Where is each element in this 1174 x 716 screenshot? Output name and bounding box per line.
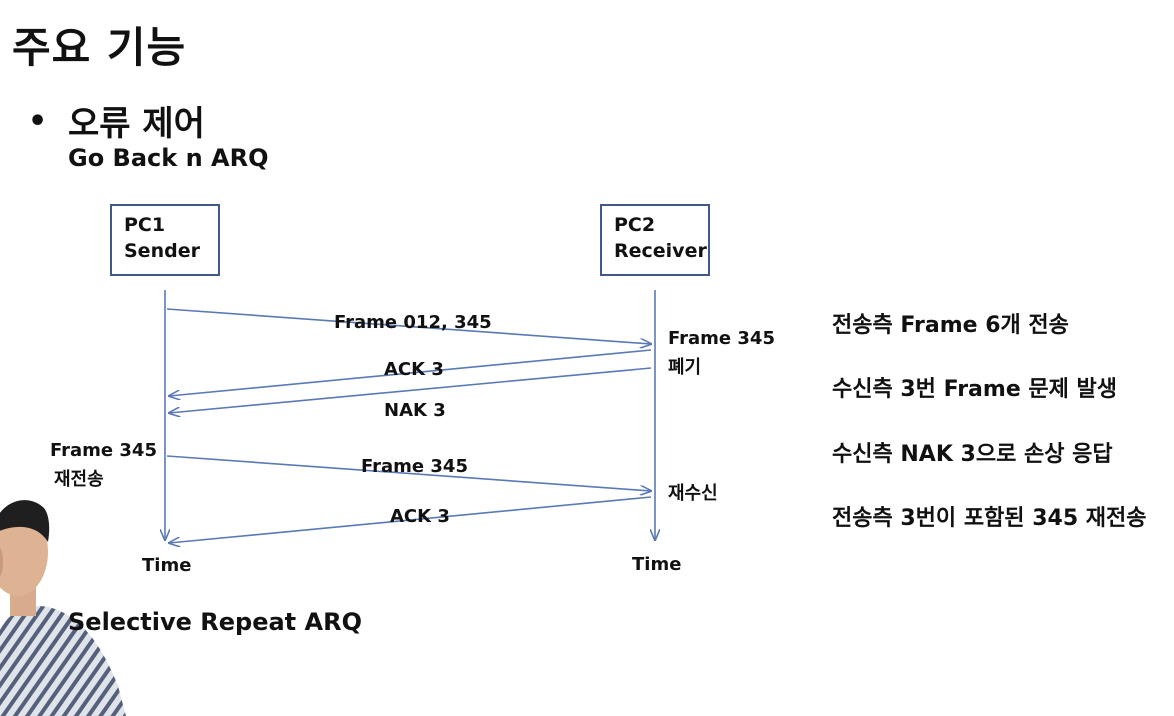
receiver-note-discard-frame: Frame 345 bbox=[668, 328, 775, 349]
sender-box-line2: Sender bbox=[124, 240, 200, 262]
sender-time-label: Time bbox=[142, 555, 192, 576]
sender-note-resend: 재전송 bbox=[54, 469, 104, 490]
message-label-frame-012-345: Frame 012, 345 bbox=[334, 312, 492, 333]
receiver-time-label: Time bbox=[632, 554, 682, 575]
message-label-ack-3-second: ACK 3 bbox=[390, 506, 450, 527]
message-label-ack-3-first: ACK 3 bbox=[384, 359, 444, 380]
receiver-box-line2: Receiver bbox=[614, 240, 707, 262]
explanation-3: 수신측 NAK 3으로 손상 응답 bbox=[832, 442, 1113, 467]
receiver-note-discard: 폐기 bbox=[668, 357, 702, 378]
arrow-frame-012-345 bbox=[166, 308, 651, 344]
receiver-box-line1: PC2 bbox=[614, 214, 656, 236]
bullet-mark: • bbox=[28, 104, 48, 139]
message-label-frame-345: Frame 345 bbox=[361, 456, 468, 477]
explanation-2: 수신측 3번 Frame 문제 발생 bbox=[832, 377, 1118, 402]
arrow-nak-3 bbox=[169, 367, 652, 413]
presenter-video-overlay bbox=[0, 500, 126, 716]
explanation-4: 전송측 3번이 포함된 345 재전송 bbox=[832, 506, 1147, 531]
bullet-heading: 오류 제어 bbox=[68, 104, 205, 144]
sender-box: PC1 Sender bbox=[110, 204, 220, 276]
sender-note-resend-frame: Frame 345 bbox=[50, 440, 157, 461]
arrow-frame-345-resend bbox=[166, 455, 651, 491]
message-label-nak-3: NAK 3 bbox=[384, 400, 446, 421]
sender-box-line1: PC1 bbox=[124, 214, 166, 236]
subheading-selective-repeat: Selective Repeat ARQ bbox=[68, 608, 362, 636]
slide-title: 주요 기능 bbox=[12, 23, 187, 72]
receiver-note-rereceive: 재수신 bbox=[668, 483, 718, 504]
receiver-box: PC2 Receiver bbox=[600, 204, 710, 276]
arrow-ack-3-first bbox=[169, 349, 652, 396]
arrow-ack-3-second bbox=[169, 496, 652, 543]
explanation-1: 전송측 Frame 6개 전송 bbox=[832, 313, 1069, 338]
subheading-go-back-n: Go Back n ARQ bbox=[68, 144, 269, 172]
